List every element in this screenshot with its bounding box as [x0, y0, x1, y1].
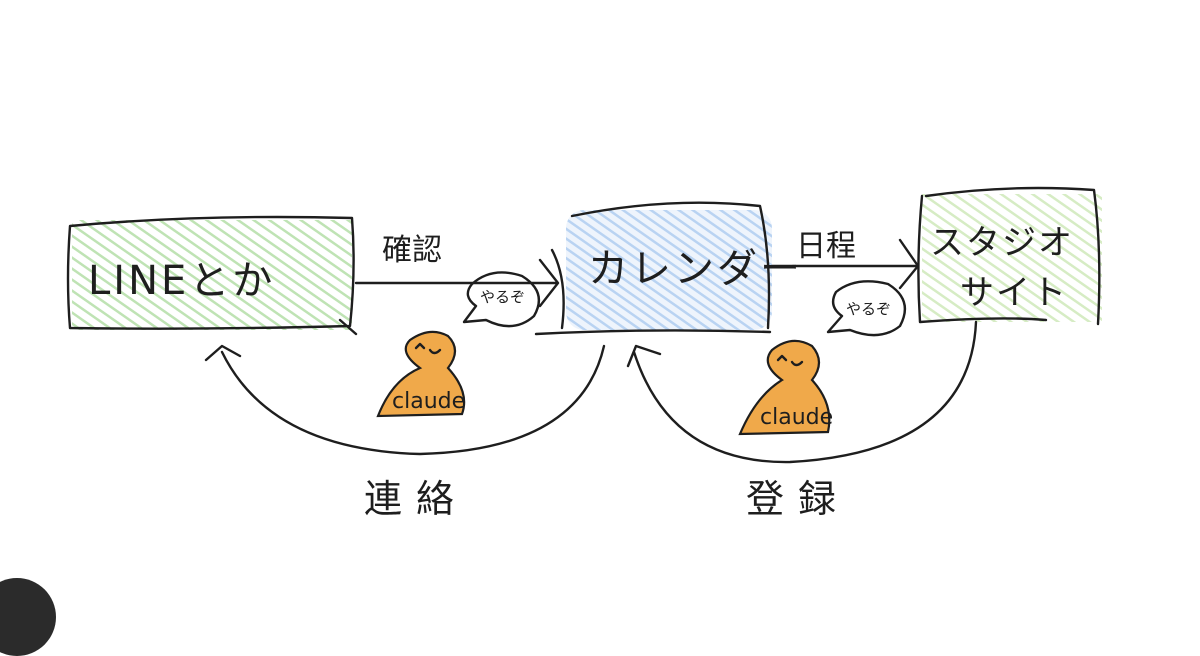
edge-date-arrow — [770, 238, 920, 290]
edge-contact: 連絡 — [204, 344, 606, 521]
node-calendar-fill — [566, 210, 772, 330]
edge-confirm-arrow — [354, 258, 560, 308]
edge-confirm: 確認 — [354, 233, 560, 308]
agent-right-speech-bubble: やるぞ — [826, 280, 907, 337]
node-studio-label-line1: スタジオ — [930, 223, 1074, 263]
edge-contact-label: 連絡 — [364, 477, 468, 521]
edge-register-label: 登録 — [746, 477, 850, 521]
node-line-border — [66, 215, 358, 336]
node-line-fill — [72, 220, 352, 330]
agent-right-bubble-text: やるぞ — [846, 300, 891, 318]
node-studio-fill — [922, 194, 1102, 322]
node-calendar-label: カレンダー — [588, 246, 803, 292]
node-studio-label-line2: サイト — [960, 273, 1068, 313]
agent-right: claude やるぞ — [738, 280, 907, 436]
node-calendar: カレンダー — [534, 201, 803, 336]
agent-left-body — [376, 330, 466, 418]
agent-left: claude やるぞ — [376, 271, 541, 418]
workflow-diagram: LINEとか カレンダー スタジオ サイト 確認 日程 連絡 登録 claude — [66, 186, 1102, 521]
node-studio-border — [917, 186, 1101, 326]
edge-register-arrow — [626, 320, 978, 464]
edge-contact-arrow — [204, 344, 606, 456]
agent-right-face-icon — [776, 354, 804, 367]
agent-right-body — [738, 339, 831, 436]
edge-date-label: 日程 — [796, 229, 856, 264]
node-line-label: LINEとか — [88, 258, 275, 304]
agent-left-name: claude — [392, 389, 465, 414]
edge-register: 登録 — [626, 320, 978, 521]
edge-confirm-label: 確認 — [382, 233, 442, 268]
node-calendar-border — [534, 201, 772, 336]
node-studio: スタジオ サイト — [917, 186, 1102, 326]
agent-right-name: claude — [760, 405, 833, 430]
edge-date: 日程 — [770, 229, 920, 290]
agent-left-face-icon — [414, 342, 442, 355]
agent-left-speech-bubble: やるぞ — [462, 271, 541, 328]
agent-left-bubble-text: やるぞ — [480, 288, 525, 306]
node-line: LINEとか — [66, 215, 358, 336]
